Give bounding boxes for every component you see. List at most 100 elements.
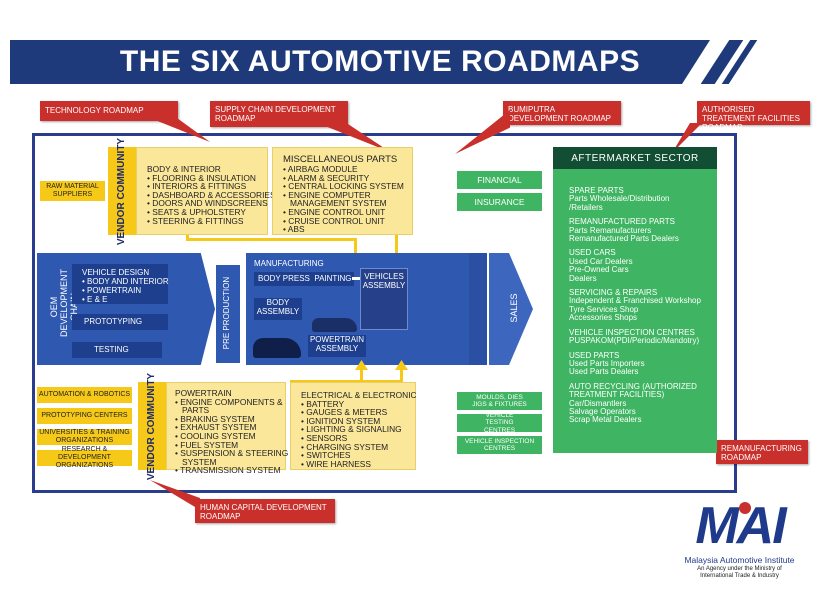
list-item: • EXHAUST SYSTEM <box>175 422 257 433</box>
aftermarket-section: USED CARS Used Car Dealers Pre-Owned Car… <box>569 249 717 283</box>
vehicles-assembly-box <box>360 268 408 330</box>
powertrain-box: POWERTRAIN • ENGINE COMPONENTS & PARTS •… <box>166 382 288 475</box>
prototyping-centers: PROTOTYPING CENTERS <box>37 408 132 424</box>
list-item: • DASHBOARD & ACCESSORIES <box>147 189 276 200</box>
connector-line <box>352 277 360 280</box>
list-item: • IGNITION SYSTEM <box>301 415 381 426</box>
section-line: Parts Wholesale/Distribution <box>569 194 670 204</box>
flow-segment <box>489 253 503 365</box>
aftermarket-section: SPARE PARTS Parts Wholesale/Distribution… <box>569 186 717 212</box>
section-line: Independent & Franchised Workshop <box>569 296 701 306</box>
flow-segment <box>469 253 487 365</box>
section-line: Used Car Dealers <box>569 256 633 266</box>
manufacturing-label: MANUFACTURING <box>254 259 324 268</box>
connector-line <box>354 238 357 258</box>
aftermarket-section: SERVICING & REPAIRS Independent & Franch… <box>569 288 717 323</box>
list-item-continued: SYSTEM <box>182 456 217 467</box>
section-line: /Retailers <box>569 202 603 212</box>
callout-bumiputra-roadmap: BUMIPUTRA DEVELOPMENT ROADMAP <box>503 101 621 125</box>
callout-technology-roadmap: TECHNOLOGY ROADMAP <box>40 101 178 121</box>
electrical-electronic-box: ELECTRICAL & ELECTRONIC • BATTERY • GAUG… <box>290 382 417 470</box>
list-item: • ALARM & SECURITY <box>283 172 370 183</box>
financial-box: FINANCIAL <box>457 171 542 189</box>
section-title: REMANUFACTURED PARTS <box>569 217 675 227</box>
aftermarket-section: VEHICLE INSPECTION CENTRES PUSPAKOM(PDI/… <box>569 328 717 346</box>
section-title: AUTO RECYCLING (AUTHORIZED <box>569 381 697 391</box>
insurance-box: INSURANCE <box>457 193 542 211</box>
list-item: • CENTRAL LOCKING SYSTEM <box>283 181 404 192</box>
box-heading: ELECTRICAL & ELECTRONIC <box>301 390 417 400</box>
raw-material-suppliers: RAW MATERIAL SUPPLIERS <box>40 181 105 201</box>
vehicle-design-text: VEHICLE DESIGN • BODY AND INTERIOR • POW… <box>82 268 172 304</box>
vendor-community-label: VENDOR COMMUNITY <box>138 372 166 480</box>
list-item: • ABS <box>283 224 305 235</box>
box-heading: BODY & INTERIOR <box>147 164 221 174</box>
section-line: Remanufactured Parts Dealers <box>569 234 679 244</box>
roadmap-frame <box>32 133 737 493</box>
section-line: TREATMENT FACILITIES) <box>569 390 665 400</box>
section-line: Dealers <box>569 273 597 283</box>
callout-human-capital-roadmap: HUMAN CAPITAL DEVELOPMENT ROADMAP <box>195 499 335 523</box>
list-item: • E & E <box>82 295 108 304</box>
logo-tagline: International Trade & Industry <box>700 573 779 579</box>
body-interior-box: BODY & INTERIOR • FLOORING & INSULATION … <box>136 147 276 235</box>
arrow-up-icon <box>395 360 408 370</box>
vehicle-testing-box: VEHICLE TESTING CENTRES <box>457 412 542 434</box>
body-press-painting-box: BODY PRESS PAINTING <box>254 272 354 286</box>
vehicle-design-box <box>72 264 168 304</box>
arrow-up-icon <box>355 360 368 370</box>
miscellaneous-parts-box: MISCELLANEOUS PARTS • AIRBAG MODULE • AL… <box>272 147 413 235</box>
list-item: • FUEL SYSTEM <box>175 439 239 450</box>
list-item: • ENGINE COMPUTER <box>283 189 371 200</box>
vendor-community-label: VENDOR COMMUNITY <box>108 137 136 245</box>
aftermarket-heading: AFTERMARKET SECTOR <box>553 147 717 169</box>
callout-supply-chain-roadmap: SUPPLY CHAIN DEVELOPMENT ROADMAP <box>210 101 348 127</box>
section-line: Accessories Shops <box>569 313 638 323</box>
logo-name: Malaysia Automotive Institute <box>684 555 795 565</box>
list-item: • SWITCHES <box>301 450 351 461</box>
list-item: • AIRBAG MODULE <box>283 164 358 174</box>
list-item: • ENGINE COMPONENTS & <box>175 396 283 407</box>
rnd-organizations: RESEARCH & DEVELOPMENT ORGANIZATIONS <box>37 446 132 469</box>
list-item: • CRUISE CONTROL UNIT <box>283 215 385 226</box>
connector-line <box>186 238 356 241</box>
list-item: • LIGHTING & SIGNALING <box>301 424 402 435</box>
section-line: Scrap Metal Dealers <box>569 415 642 425</box>
list-item: • BATTERY <box>301 398 345 409</box>
box-heading: MISCELLANEOUS PARTS <box>283 154 398 165</box>
vehicle-design-heading: VEHICLE DESIGN <box>82 268 150 277</box>
prototyping-box: PROTOTYPING <box>72 314 168 330</box>
body-assembly-box: BODY ASSEMBLY <box>254 298 302 320</box>
connector-line <box>360 368 363 382</box>
powertrain-assembly-box: POWERTRAIN ASSEMBLY <box>308 335 366 357</box>
page-title: THE SIX AUTOMOTIVE ROADMAPS <box>119 45 641 78</box>
list-item-continued: PARTS <box>182 405 210 416</box>
list-item-continued: MANAGEMENT SYSTEM <box>290 198 387 209</box>
connector-line <box>290 380 402 383</box>
section-title: SERVICING & REPAIRS <box>569 288 658 298</box>
list-item: • BODY AND INTERIOR <box>82 277 169 286</box>
car-icon <box>253 338 301 358</box>
section-line: Car/Dismantlers <box>569 398 627 408</box>
list-item: • GAUGES & METERS <box>301 407 388 418</box>
list-item: • COOLING SYSTEM <box>175 430 256 441</box>
section-title: SPARE PARTS <box>569 186 624 195</box>
list-item: • INTERIORS & FITTINGS <box>147 181 247 192</box>
section-line: Salvage Operators <box>569 406 636 416</box>
sales-label: SALES <box>509 293 519 323</box>
section-line: Used Parts Dealers <box>569 367 639 377</box>
title-band <box>10 40 710 84</box>
universities-training: UNIVERSITIES & TRAINING ORGANIZATIONS <box>37 429 132 445</box>
section-line: Parts Remanufacturers <box>569 225 652 235</box>
section-line: PUSPAKOM(PDI/Periodic/Mandotry) <box>569 336 700 346</box>
list-item: • CHARGING SYSTEM <box>301 441 389 452</box>
callout-authorised-treatment-roadmap: AUTHORISED TREATEMENT FACILITIES ROADMAP <box>697 101 810 132</box>
pre-production-label: PRE PRODUCTION <box>222 276 231 350</box>
vehicles-assembly-label: VEHICLES ASSEMBLY <box>362 272 406 290</box>
list-item: • DOORS AND WINDSCREENS <box>147 198 268 209</box>
section-line: Tyre Services Shop <box>569 304 639 314</box>
aftermarket-section: USED PARTS Used Parts Importers Used Par… <box>569 351 717 377</box>
list-item: • SEATS & UPHOLSTERY <box>147 206 246 217</box>
box-heading: POWERTRAIN <box>175 388 232 398</box>
oem-development-chain-label: OEM DEVELOPMENT CHAIN <box>49 268 79 337</box>
